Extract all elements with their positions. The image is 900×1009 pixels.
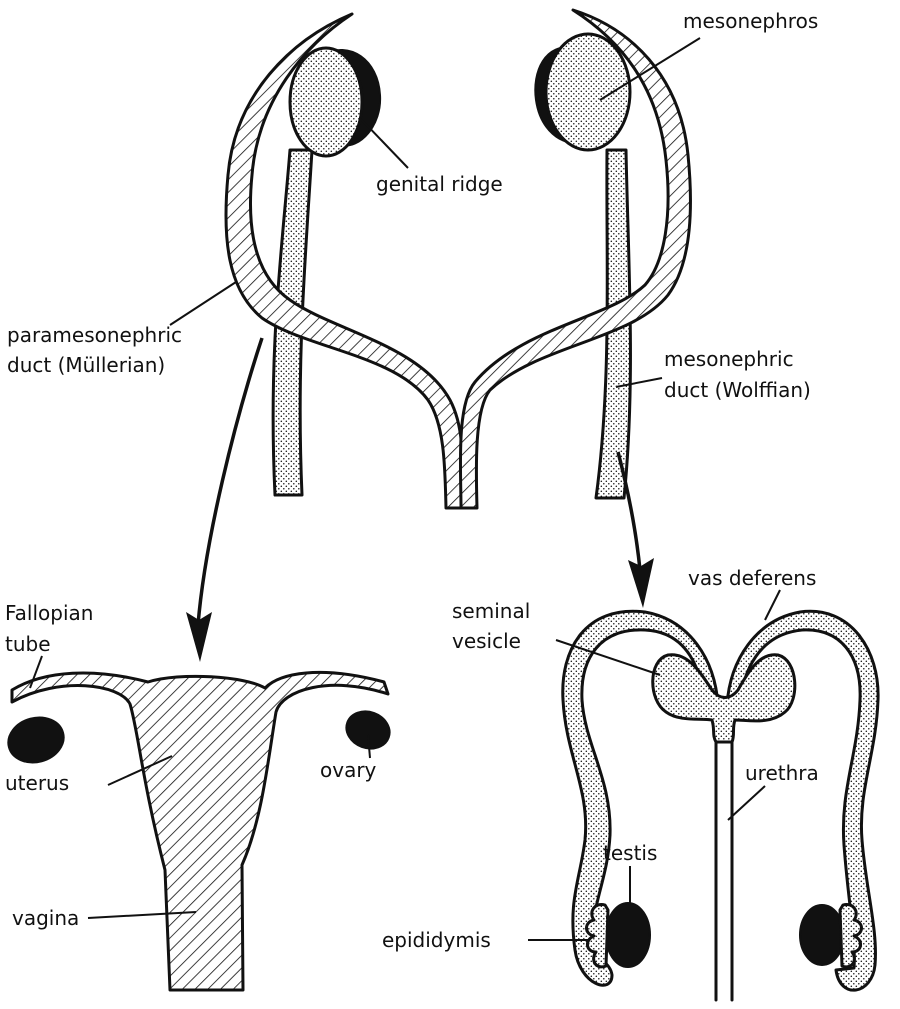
indifferent-stage — [226, 10, 691, 508]
seminal-label-line2: vesicle — [452, 629, 521, 653]
vas-deferens-leader — [765, 590, 780, 620]
fallopian-label-line2: tube — [5, 632, 51, 656]
paramesonephric-label-line2: duct (Müllerian) — [7, 353, 165, 377]
female-structures: Fallopian tube uterus ovary vagina — [3, 601, 395, 990]
vagina-label: vagina — [12, 906, 79, 930]
fallopian-label-line1: Fallopian — [5, 601, 93, 625]
epididymis-label: epididymis — [382, 928, 491, 952]
right-testis — [800, 905, 844, 965]
vas-deferens-label: vas deferens — [688, 566, 816, 590]
genital-ridge-label: genital ridge — [376, 172, 503, 196]
top-labels: mesonephros genital ridge paramesonephri… — [7, 9, 818, 402]
urethra-tube — [716, 742, 732, 1000]
urethra-label: urethra — [745, 761, 819, 785]
right-ovary — [341, 706, 395, 755]
right-mesonephros — [546, 34, 630, 150]
left-testis — [606, 903, 650, 967]
paramesonephric-leader — [170, 282, 236, 325]
left-ovary — [3, 712, 68, 769]
urethra-leader — [728, 786, 765, 820]
mesonephric-label-line2: duct (Wolffian) — [664, 378, 811, 402]
genital-ridge-leader — [360, 118, 408, 168]
ovary-label: ovary — [320, 758, 377, 782]
uterus-label: uterus — [5, 771, 69, 795]
mesonephric-label-line1: mesonephric — [664, 347, 794, 371]
left-mesonephros — [290, 48, 362, 156]
seminal-vesicles — [653, 655, 795, 742]
uterus-shape — [12, 672, 388, 990]
right-transition-arrow — [618, 452, 640, 570]
mesonephros-label: mesonephros — [683, 9, 818, 33]
testis-label: testis — [603, 841, 657, 865]
paramesonephric-label-line1: paramesonephric — [7, 323, 182, 347]
male-structures: vas deferens seminal vesicle urethra tes… — [382, 566, 878, 1000]
seminal-label-line1: seminal — [452, 599, 530, 623]
left-transition-arrow — [198, 338, 262, 625]
